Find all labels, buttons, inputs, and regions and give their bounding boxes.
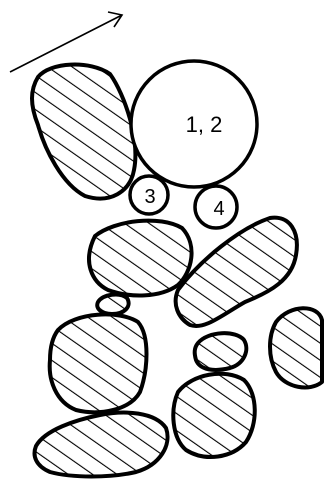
circle-large-label: 1, 2 xyxy=(186,112,223,137)
rock-far-right xyxy=(270,308,322,387)
rock-right-large xyxy=(176,218,297,326)
rock-middle-small-right xyxy=(195,333,247,370)
circle-small-left: 3 xyxy=(130,176,168,214)
rock-upper-middle xyxy=(89,221,192,296)
rock-bottom-left xyxy=(35,413,168,477)
rock-left-middle xyxy=(50,314,147,412)
rock-top-left xyxy=(32,65,135,199)
circle-small-right: 4 xyxy=(195,186,237,228)
circle-small-left-label: 3 xyxy=(144,186,155,208)
rock-lower-right xyxy=(173,374,254,457)
circle-large: 1, 2 xyxy=(131,61,257,187)
circle-small-right-label: 4 xyxy=(213,198,224,220)
rock-small-middle xyxy=(97,295,128,314)
